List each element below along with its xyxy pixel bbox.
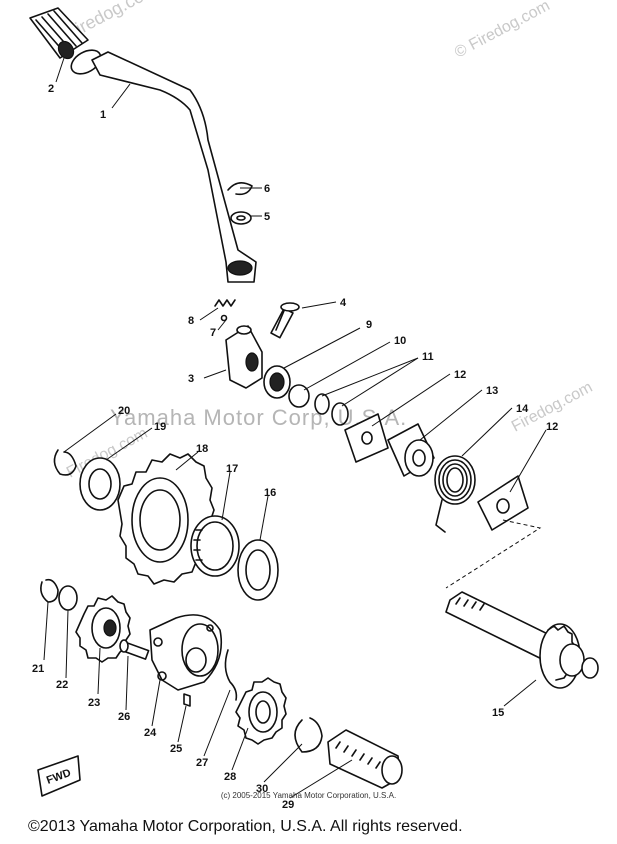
- washer-16-hole: [245, 549, 271, 591]
- assembly-guide-line: [445, 519, 542, 589]
- ratchet-guide-part-24: [149, 614, 223, 691]
- gear-part-28: [235, 677, 287, 745]
- part-label-14: 14: [516, 403, 529, 415]
- clip-part-17: [190, 515, 240, 577]
- part-label-28: 28: [224, 771, 236, 783]
- circlip-part-20: [53, 449, 77, 476]
- oil-seal-part-9: [263, 365, 291, 399]
- washer-part-19: [79, 457, 121, 511]
- part-number-labels: 2 1 6 5 4 8 7 9 10 3 11 12 13 14 12 20 1…: [32, 83, 558, 811]
- circlip-part-6: [227, 182, 253, 196]
- circlip-part-21: [40, 578, 59, 603]
- part-label-9: 9: [366, 319, 372, 331]
- clip-part-27: [224, 649, 238, 701]
- part-label-20: 20: [118, 405, 130, 417]
- washer-part-22: [58, 585, 78, 611]
- part-label-6: 6: [264, 183, 270, 195]
- part-label-27: 27: [196, 757, 208, 769]
- torsion-spring-part-14: [434, 455, 476, 533]
- part-label-19: 19: [154, 421, 166, 433]
- part-label-10: 10: [394, 335, 406, 347]
- part-label-12a: 12: [454, 369, 466, 381]
- part-label-13: 13: [486, 385, 498, 397]
- circlip-part-11a: [314, 393, 330, 415]
- washer-19-hole: [88, 468, 112, 500]
- kick-boss-part: [225, 325, 263, 389]
- part-label-18: 18: [196, 443, 208, 455]
- washer-hole: [236, 215, 246, 221]
- part-label-26: 26: [118, 711, 130, 723]
- ball-part-7: [220, 314, 228, 322]
- dowel-pin-part-25: [183, 693, 191, 707]
- circlip-part-30: [294, 717, 323, 753]
- part-label-1: 1: [100, 109, 106, 121]
- spring-part-8: [214, 299, 236, 307]
- sleeve-part-13: [387, 423, 435, 477]
- washer-part-5: [230, 211, 252, 225]
- spring-guide-part-12b: [477, 475, 529, 531]
- part-label-29: 29: [282, 799, 294, 811]
- washer-part-10: [288, 384, 310, 408]
- diagram-copyright-small: (c) 2005-2015 Yamaha Motor Corporation, …: [220, 791, 397, 800]
- watermark-top-right: © Firedog.com: [452, 0, 553, 62]
- part-label-17: 17: [226, 463, 238, 475]
- circlip-part-11b: [331, 402, 349, 426]
- part-label-5: 5: [264, 211, 270, 223]
- kick-crank-arm-part: [91, 51, 257, 283]
- part-label-22: 22: [56, 679, 68, 691]
- part-label-30: 30: [256, 783, 268, 795]
- part-label-15: 15: [492, 707, 504, 719]
- kick-shaft-part-15: [445, 591, 599, 689]
- part-label-25: 25: [170, 743, 182, 755]
- part-label-8: 8: [188, 315, 194, 327]
- bolt-part-26: [119, 639, 150, 660]
- bolt-part-4: [270, 302, 300, 339]
- idler-gear-part-23: [75, 595, 131, 663]
- part-label-16: 16: [264, 487, 276, 499]
- part-label-12b: 12: [546, 421, 558, 433]
- part-label-24: 24: [144, 727, 157, 739]
- part-label-3: 3: [188, 373, 194, 385]
- kick-grip-part: [29, 7, 102, 75]
- copyright-footer: ©2013 Yamaha Motor Corporation, U.S.A. A…: [28, 818, 463, 835]
- washer-part-16: [237, 539, 279, 601]
- part-label-2: 2: [48, 83, 54, 95]
- part-label-11: 11: [422, 351, 434, 363]
- part-label-21: 21: [32, 663, 44, 675]
- part-label-7: 7: [210, 327, 216, 339]
- shaft-part-29: [327, 729, 403, 789]
- part-label-23: 23: [88, 697, 100, 709]
- spring-guide-part-12a: [344, 413, 389, 463]
- leader-lines: [43, 57, 547, 799]
- part-label-4: 4: [340, 297, 347, 309]
- front-direction-marker: FWD: [37, 755, 81, 797]
